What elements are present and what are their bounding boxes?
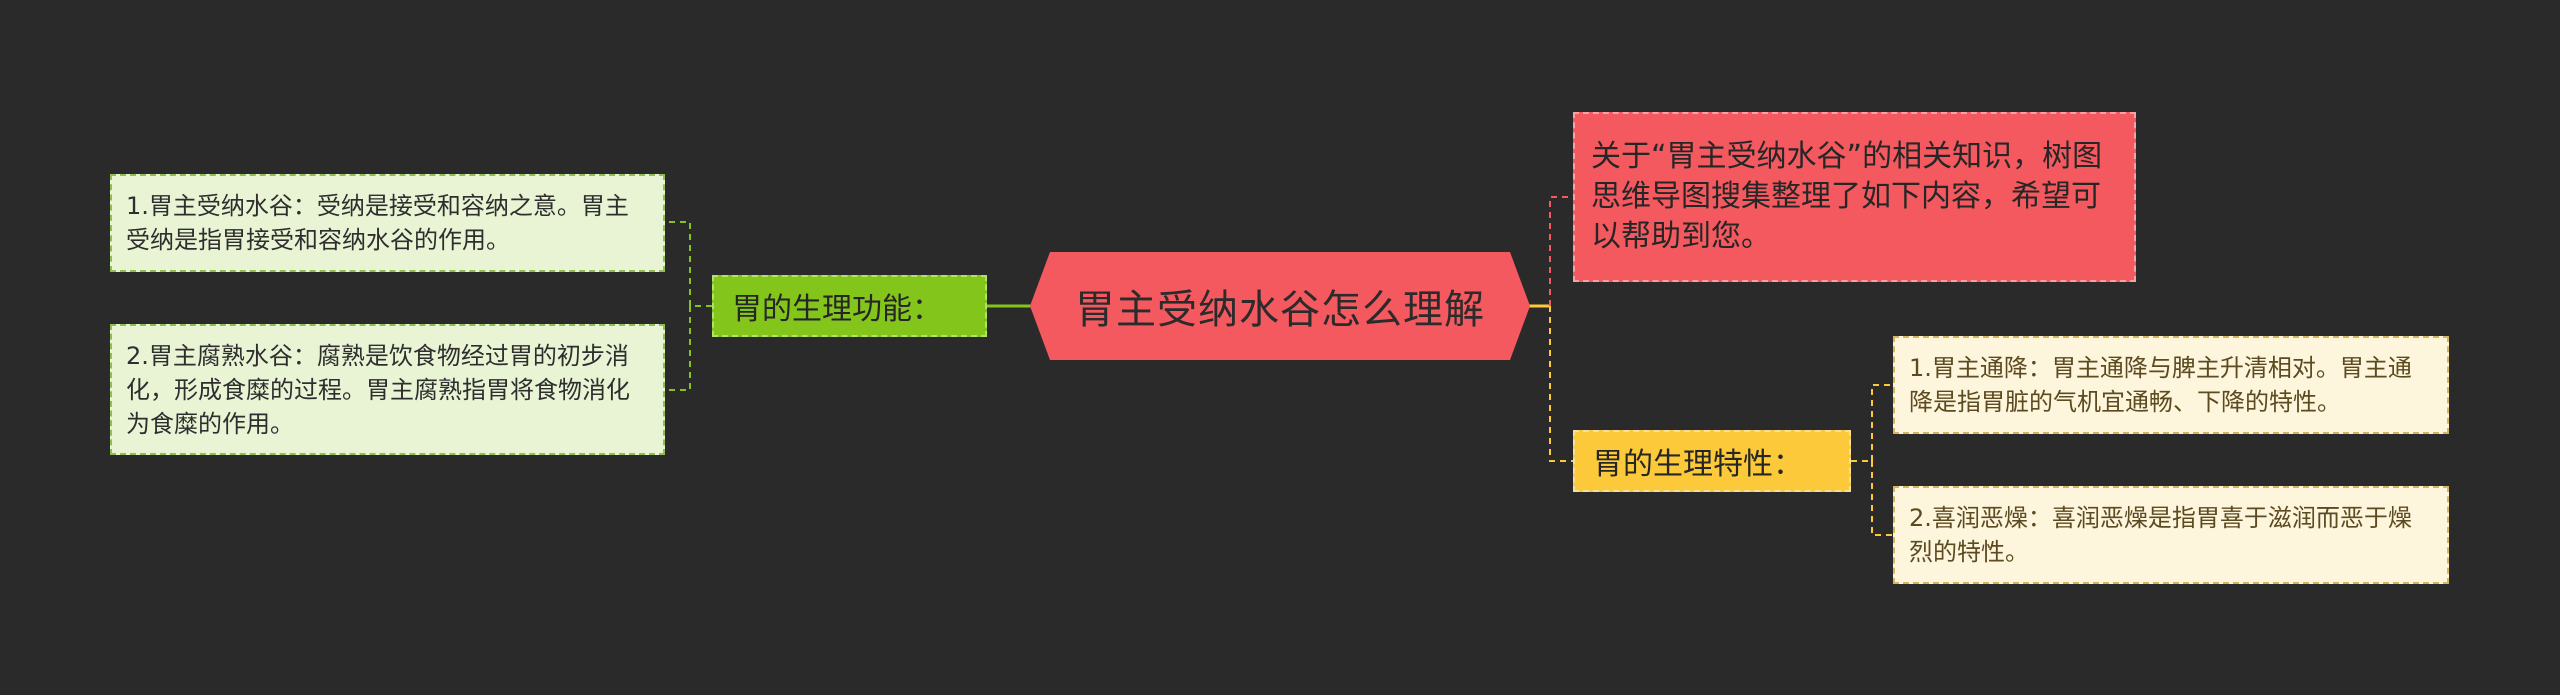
intro-text: 关于“胃主受纳水谷”的相关知识，树图思维导图搜集整理了如下内容，希望可以帮助到您… bbox=[1591, 139, 2103, 254]
leaf-moisture-preference[interactable]: 2.喜润恶燥：喜润恶燥是指胃喜于滋润而恶于燥烈的特性。 bbox=[1893, 486, 2449, 584]
leaf-text: 2.喜润恶燥：喜润恶燥是指胃喜于滋润而恶于燥烈的特性。 bbox=[1909, 504, 2412, 566]
leaf-text: 1.胃主通降：胃主通降与脾主升清相对。胃主通降是指胃脏的气机宜通畅、下降的特性。 bbox=[1909, 354, 2412, 416]
root-title: 胃主受纳水谷怎么理解 bbox=[1075, 287, 1485, 333]
root-topic[interactable]: 胃主受纳水谷怎么理解 bbox=[1030, 252, 1530, 360]
branch-physiological-traits[interactable]: 胃的生理特性： bbox=[1573, 430, 1851, 492]
branch-physiological-function[interactable]: 胃的生理功能： bbox=[712, 275, 987, 337]
link-physio-ripen bbox=[665, 306, 691, 391]
branch-label: 胃的生理功能： bbox=[732, 292, 942, 327]
leaf-receive-food[interactable]: 1.胃主受纳水谷：受纳是接受和容纳之意。胃主受纳是指胃接受和容纳水谷的作用。 bbox=[110, 174, 665, 272]
link-root-intro bbox=[1549, 196, 1573, 306]
leaf-text: 2.胃主腐熟水谷：腐熟是饮食物经过胃的初步消化，形成食糜的过程。胃主腐熟指胃将食… bbox=[126, 341, 630, 438]
link-traits-moist bbox=[1871, 461, 1893, 536]
leaf-text: 1.胃主受纳水谷：受纳是接受和容纳之意。胃主受纳是指胃接受和容纳水谷的作用。 bbox=[126, 192, 629, 254]
branch-label: 胃的生理特性： bbox=[1593, 447, 1803, 482]
intro-note[interactable]: 关于“胃主受纳水谷”的相关知识，树图思维导图搜集整理了如下内容，希望可以帮助到您… bbox=[1573, 112, 2136, 282]
link-physio-receive bbox=[665, 221, 691, 306]
link-root-traits bbox=[1549, 306, 1573, 462]
leaf-ripen-food[interactable]: 2.胃主腐熟水谷：腐熟是饮食物经过胃的初步消化，形成食糜的过程。胃主腐熟指胃将食… bbox=[110, 324, 665, 455]
leaf-descending[interactable]: 1.胃主通降：胃主通降与脾主升清相对。胃主通降是指胃脏的气机宜通畅、下降的特性。 bbox=[1893, 336, 2449, 434]
link-traits-descend bbox=[1871, 384, 1893, 461]
